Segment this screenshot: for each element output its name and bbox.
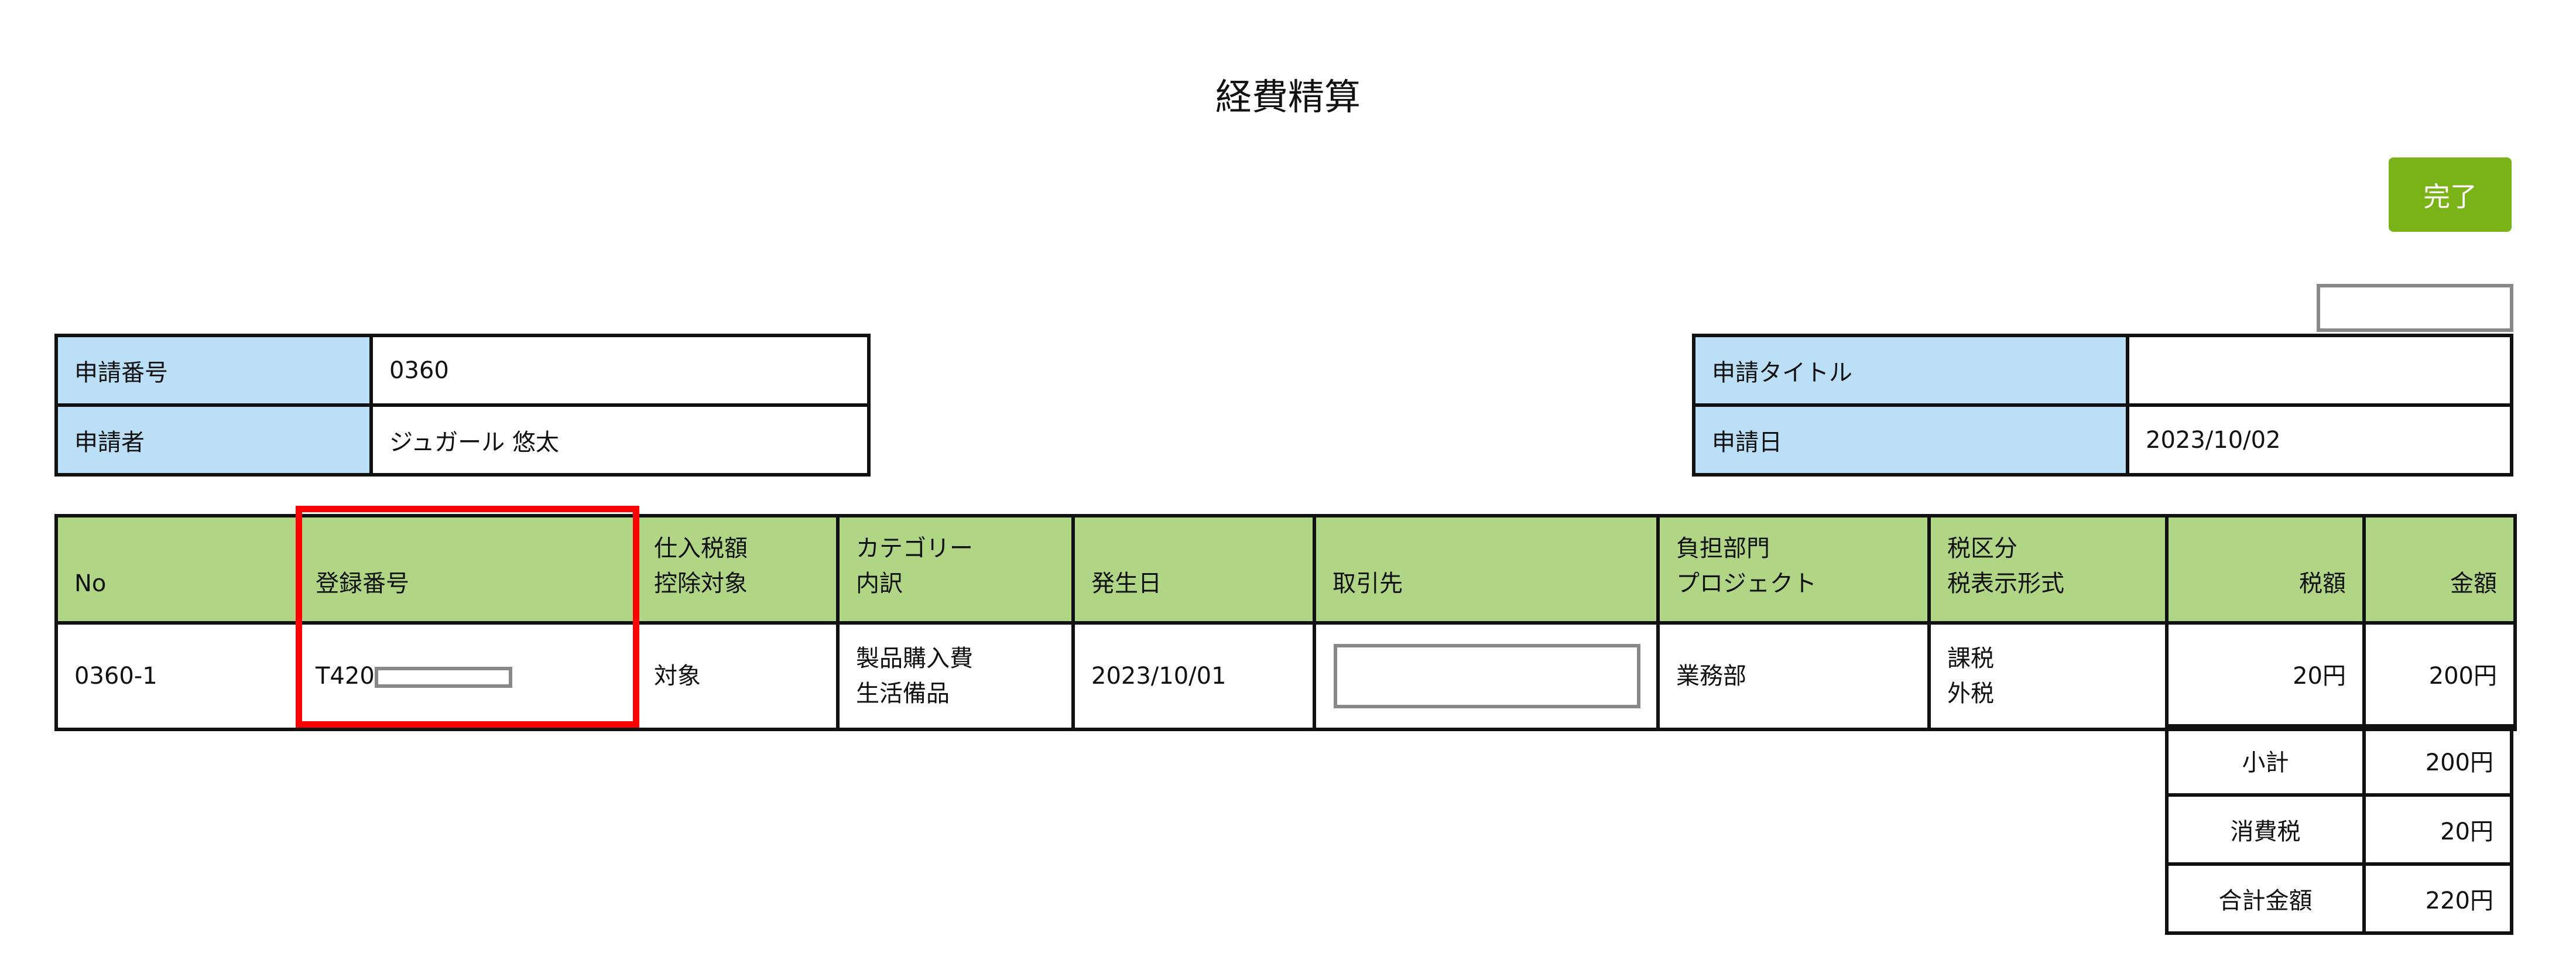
info-row-application-number: 申請番号 0360 bbox=[54, 334, 871, 407]
header-amount: 金額 bbox=[2362, 514, 2517, 625]
summary-label-consumption-tax: 消費税 bbox=[2165, 793, 2366, 866]
header-category: カテゴリー内訳 bbox=[836, 514, 1075, 625]
header-tax-class: 税区分税表示形式 bbox=[1927, 514, 2169, 625]
header-deduction: 仕入税額控除対象 bbox=[634, 514, 840, 625]
cell-amount: 200円 bbox=[2362, 621, 2517, 731]
label-application-title: 申請タイトル bbox=[1692, 334, 2129, 407]
header-no: No bbox=[54, 514, 299, 625]
summary-row-consumption-tax: 消費税 20円 bbox=[2165, 793, 2513, 866]
cell-category-line1: 製品購入費 bbox=[856, 645, 973, 672]
cell-tax-class-line1: 課税 bbox=[1947, 645, 1994, 672]
summary-value-subtotal: 200円 bbox=[2362, 724, 2513, 797]
value-application-number: 0360 bbox=[369, 334, 871, 407]
cell-deduction: 対象 bbox=[634, 621, 840, 731]
value-application-title bbox=[2126, 334, 2513, 407]
cell-department: 業務部 bbox=[1656, 621, 1931, 731]
summary-row-total: 合計金額 220円 bbox=[2165, 862, 2513, 935]
summary-label-subtotal: 小計 bbox=[2165, 724, 2366, 797]
header-department: 負担部門プロジェクト bbox=[1656, 514, 1931, 625]
cell-tax: 20円 bbox=[2165, 621, 2366, 731]
summary-table: 小計 200円 消費税 20円 合計金額 220円 bbox=[2165, 724, 2513, 935]
registration-number-prefix: T420 bbox=[316, 663, 375, 690]
redacted-field bbox=[2317, 284, 2513, 332]
table-row: 0360-1 T420 対象 製品購入費生活備品 2023/10/01 業務部 … bbox=[54, 621, 2517, 731]
header-vendor: 取引先 bbox=[1313, 514, 1660, 625]
header-deduction-line1: 仕入税額 bbox=[654, 535, 748, 562]
cell-date: 2023/10/01 bbox=[1071, 621, 1316, 731]
applicant-info-table: 申請番号 0360 申請者 ジュガール 悠太 bbox=[54, 334, 871, 477]
label-application-number: 申請番号 bbox=[54, 334, 373, 407]
expense-table: No 登録番号 仕入税額控除対象 カテゴリー内訳 発生日 取引先 負担部門プロジ… bbox=[54, 514, 2517, 731]
header-date: 発生日 bbox=[1071, 514, 1316, 625]
header-category-line2: 内訳 bbox=[856, 570, 903, 597]
header-category-line1: カテゴリー bbox=[856, 535, 973, 562]
label-applicant: 申請者 bbox=[54, 403, 373, 477]
info-row-applicant: 申請者 ジュガール 悠太 bbox=[54, 403, 871, 477]
summary-row-subtotal: 小計 200円 bbox=[2165, 724, 2513, 797]
page-title: 経費精算 bbox=[1215, 76, 1361, 118]
table-header-row: No 登録番号 仕入税額控除対象 カテゴリー内訳 発生日 取引先 負担部門プロジ… bbox=[54, 514, 2517, 625]
cell-vendor bbox=[1313, 621, 1660, 731]
info-row-date: 申請日 2023/10/02 bbox=[1692, 403, 2513, 477]
header-tax-class-line1: 税区分 bbox=[1947, 535, 2017, 562]
cell-tax-class: 課税外税 bbox=[1927, 621, 2169, 731]
label-application-date: 申請日 bbox=[1692, 403, 2129, 477]
cell-category-line2: 生活備品 bbox=[856, 680, 950, 707]
redacted-vendor bbox=[1334, 644, 1640, 708]
summary-value-total: 220円 bbox=[2362, 862, 2513, 935]
cell-tax-class-line2: 外税 bbox=[1947, 680, 1994, 707]
value-application-date: 2023/10/02 bbox=[2126, 403, 2513, 477]
header-tax: 税額 bbox=[2165, 514, 2366, 625]
header-department-line2: プロジェクト bbox=[1676, 570, 1817, 597]
header-department-line1: 負担部門 bbox=[1676, 535, 1770, 562]
summary-label-total: 合計金額 bbox=[2165, 862, 2366, 935]
application-meta-table: 申請タイトル 申請日 2023/10/02 bbox=[1692, 334, 2513, 477]
cell-no: 0360-1 bbox=[54, 621, 299, 731]
header-deduction-line2: 控除対象 bbox=[654, 570, 748, 597]
cell-category: 製品購入費生活備品 bbox=[836, 621, 1075, 731]
value-applicant: ジュガール 悠太 bbox=[369, 403, 871, 477]
info-row-title: 申請タイトル bbox=[1692, 334, 2513, 407]
highlight-box-registration-number bbox=[296, 506, 639, 728]
header-tax-class-line2: 税表示形式 bbox=[1947, 570, 2064, 597]
summary-value-consumption-tax: 20円 bbox=[2362, 793, 2513, 866]
redacted-registration-number bbox=[374, 667, 512, 688]
done-button[interactable]: 完了 bbox=[2389, 157, 2512, 232]
